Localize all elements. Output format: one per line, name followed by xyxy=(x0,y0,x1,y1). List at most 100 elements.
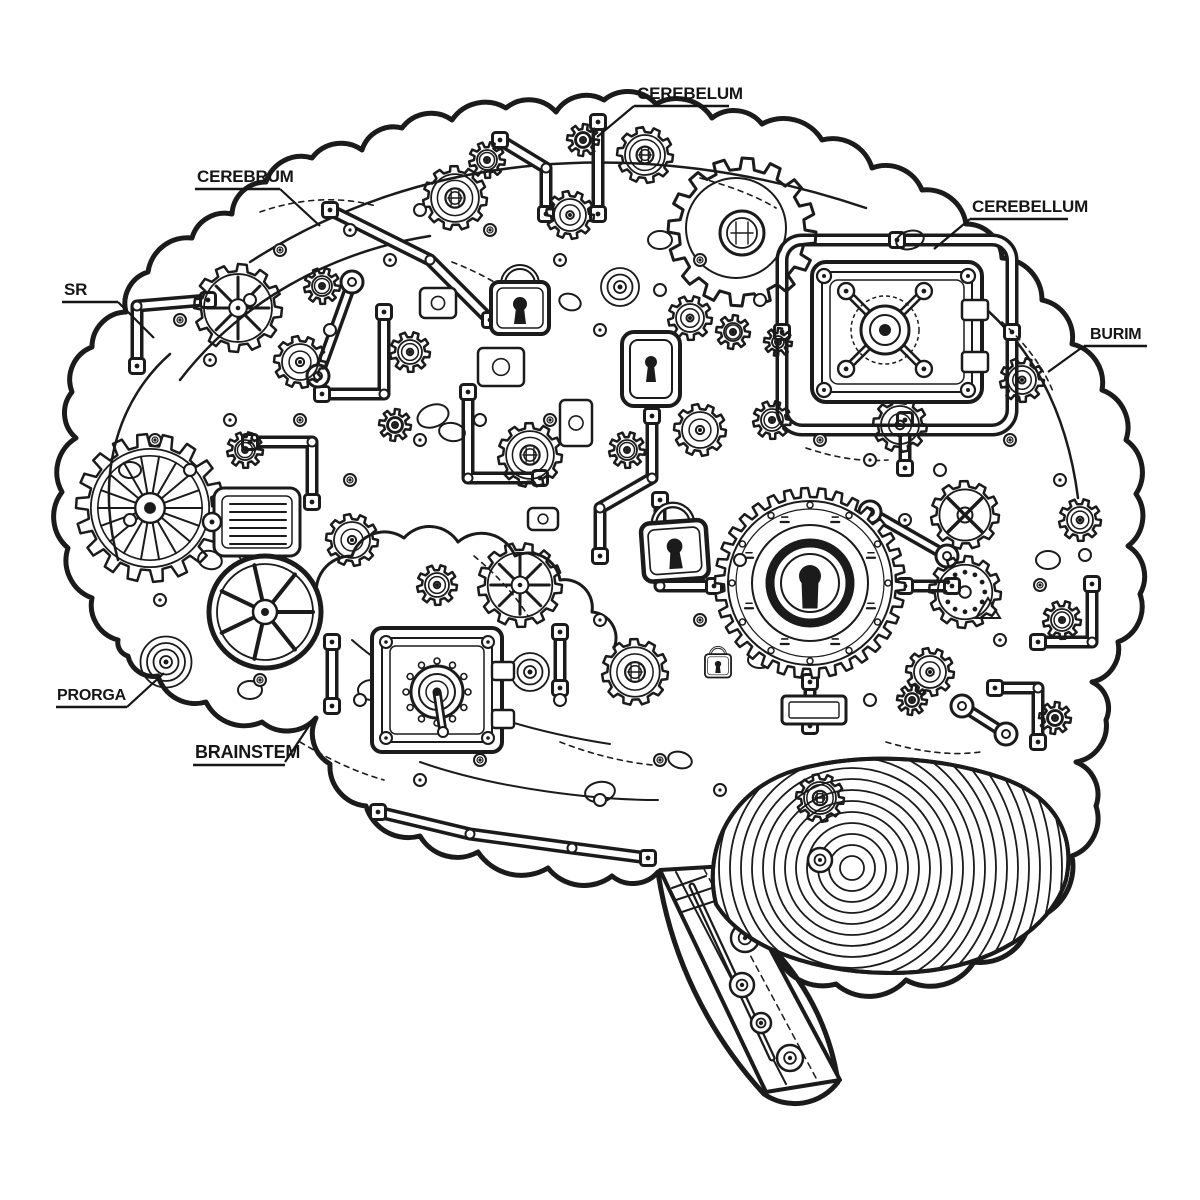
gear-icon xyxy=(467,141,507,180)
gear-icon xyxy=(192,262,284,354)
gear-icon xyxy=(565,122,601,158)
leader-line xyxy=(126,672,165,708)
gear-icon xyxy=(510,652,550,692)
rivet xyxy=(543,413,557,427)
rivet xyxy=(413,773,427,787)
gear-icon xyxy=(415,564,459,607)
gear-icon xyxy=(714,313,752,351)
wheel-icon xyxy=(206,553,324,671)
gear-icon xyxy=(762,326,794,358)
label-text: BURIM xyxy=(1090,326,1141,343)
label-cerebellum-right: CEREBELLUM xyxy=(933,197,1088,250)
pipe-nut xyxy=(639,849,657,867)
pebble xyxy=(1035,550,1061,570)
component-box xyxy=(418,286,458,320)
rivet xyxy=(353,693,367,707)
safe-icon xyxy=(370,626,516,754)
gear-icon xyxy=(1041,600,1083,641)
labels: CEREBELUM CEREBRUM SR CEREBELLUM BURIM P… xyxy=(56,84,1147,767)
pipe-nut xyxy=(303,493,321,511)
label-cerebrum: CEREBRUM xyxy=(195,167,321,227)
label-brainstem: BRAINSTEM xyxy=(193,716,316,767)
pebble xyxy=(197,549,223,571)
rivet xyxy=(653,753,667,767)
pipe-nut xyxy=(375,303,393,321)
rivet xyxy=(413,203,427,217)
gear-icon xyxy=(225,431,265,470)
label-text: CEREBRUM xyxy=(197,167,294,186)
rivet xyxy=(473,753,487,767)
gear-icon xyxy=(672,402,728,458)
gear-icon xyxy=(666,295,714,342)
rivet xyxy=(383,253,397,267)
rivet xyxy=(733,553,747,567)
rivet xyxy=(123,513,137,527)
label-sr: SR xyxy=(62,280,155,339)
padlock-icon xyxy=(638,501,711,584)
rivet xyxy=(713,783,727,797)
rivet xyxy=(753,293,767,307)
pebble xyxy=(895,229,925,251)
padlock-icon xyxy=(704,646,732,679)
warning-triangle-icon xyxy=(974,596,1002,619)
label-text: SR xyxy=(64,280,87,299)
gear-icon xyxy=(794,772,846,824)
temporal-fold xyxy=(314,525,618,650)
rivet xyxy=(473,413,487,427)
rivet xyxy=(993,633,1007,647)
rivet xyxy=(693,613,707,627)
pipe-nut xyxy=(323,697,341,715)
rivet xyxy=(553,693,567,707)
leader-line xyxy=(117,301,155,339)
leader-line xyxy=(279,188,321,227)
rivet xyxy=(1053,473,1067,487)
pebble xyxy=(237,680,263,700)
ridge-lines xyxy=(712,758,1069,973)
vault-door-icon xyxy=(810,260,990,404)
gears xyxy=(74,122,1103,736)
pipe-nut xyxy=(323,633,341,651)
rivet xyxy=(863,693,877,707)
rivet xyxy=(933,463,947,477)
rivet xyxy=(323,323,337,337)
rivet xyxy=(253,673,267,687)
grill-device-icon xyxy=(201,486,302,558)
rivet xyxy=(653,283,667,297)
pebble xyxy=(558,292,582,312)
pipe-nut xyxy=(313,385,331,403)
gear-icon xyxy=(751,400,793,441)
rivet xyxy=(593,323,607,337)
pipe-nut xyxy=(1029,633,1047,651)
name-plate xyxy=(780,596,1002,726)
pipe-nut xyxy=(643,407,661,425)
gear-icon xyxy=(1057,498,1103,543)
gear-icon xyxy=(927,554,1003,630)
gear-icon xyxy=(607,431,647,470)
label-text: PRORGA xyxy=(57,687,127,704)
gear-icon xyxy=(377,407,413,443)
pebble xyxy=(118,461,142,479)
rivet xyxy=(1033,578,1047,592)
gear-icon xyxy=(74,432,226,584)
gear-icon xyxy=(476,542,564,629)
gear-icon xyxy=(1037,700,1073,736)
leader-line xyxy=(284,716,316,763)
rivet xyxy=(153,593,167,607)
rivets xyxy=(123,203,1092,807)
padlock-icon xyxy=(489,264,551,336)
gear-icon xyxy=(929,479,1001,550)
gear-icon xyxy=(615,125,675,185)
gear-icon xyxy=(600,637,670,706)
pebble xyxy=(667,750,693,770)
gear-icon xyxy=(139,635,193,689)
cerebellum-hub xyxy=(794,772,846,874)
pipe-nut xyxy=(1083,575,1101,593)
pipe-nut xyxy=(591,547,609,565)
rivet xyxy=(183,463,197,477)
rivet xyxy=(483,223,497,237)
lock-plate-icon xyxy=(620,330,682,408)
label-cerebelum-top: CEREBELUM xyxy=(596,84,743,138)
gear-icon xyxy=(600,267,640,307)
rivet xyxy=(898,513,912,527)
